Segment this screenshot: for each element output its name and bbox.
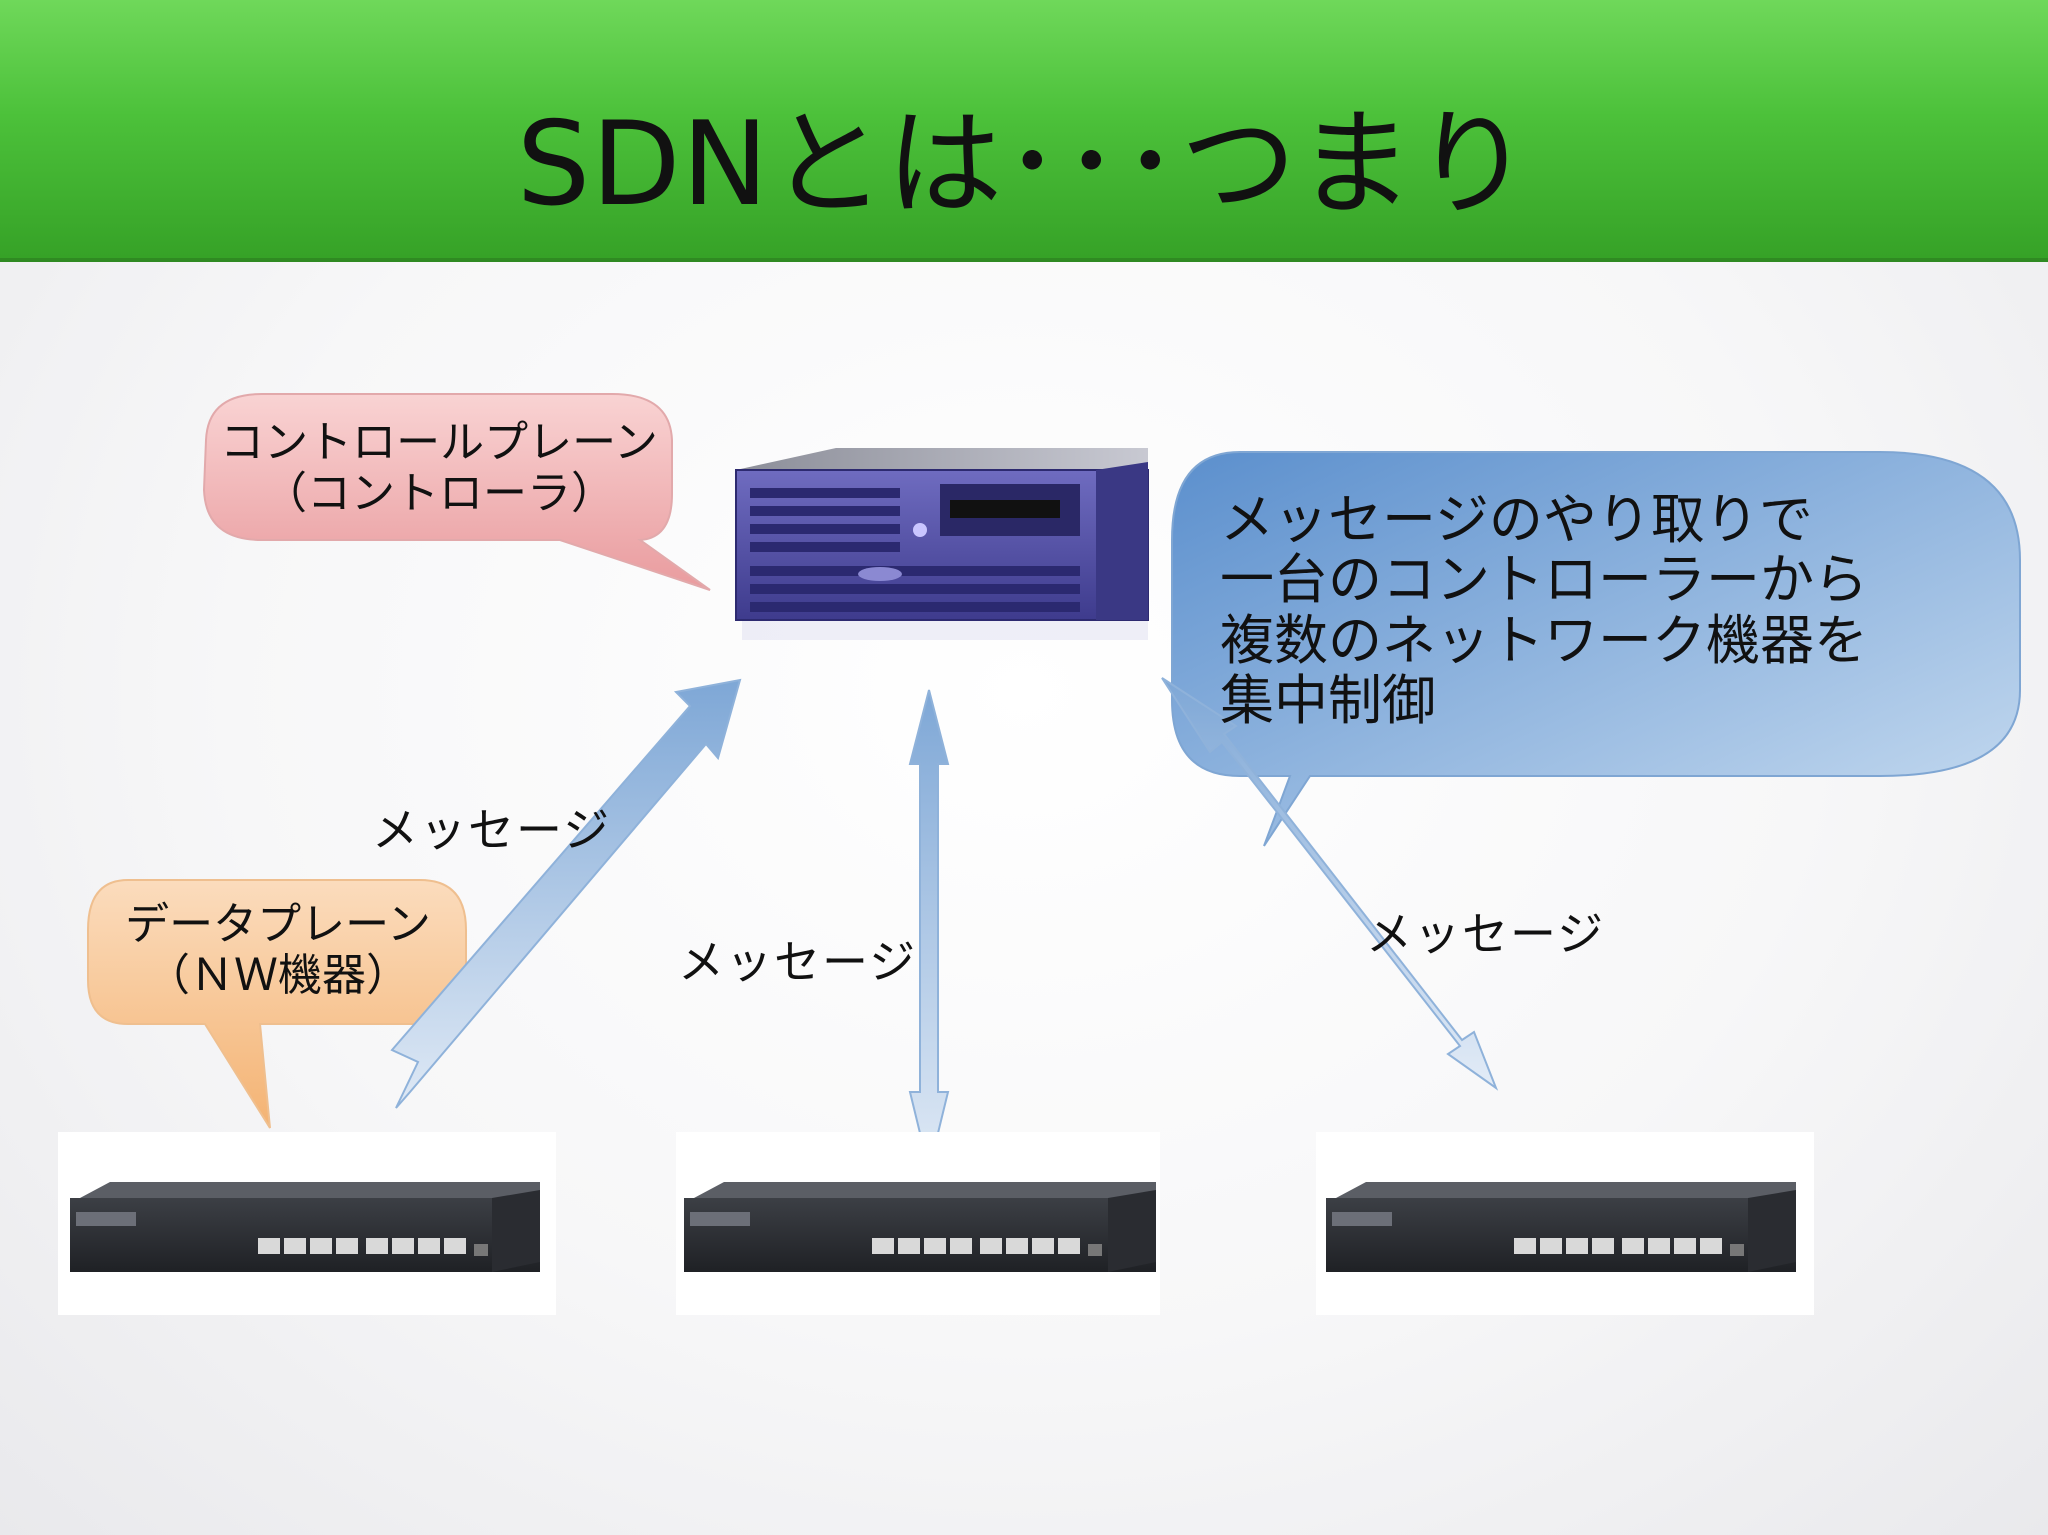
- summary-line-4: 集中制御: [1220, 669, 1436, 733]
- server-icon: [735, 448, 1149, 640]
- summary-line-3: 複数のネットワーク機器を: [1220, 608, 1868, 672]
- message-label-left: メッセージ: [372, 803, 612, 857]
- control-plane-callout: [202, 393, 711, 591]
- network-switch-icon: [1316, 1132, 1814, 1315]
- slide-title: SDNとは･･･つまり: [516, 97, 1532, 232]
- data-plane-subtitle: （ＮＷ機器）: [146, 949, 410, 1001]
- message-label-middle: メッセージ: [678, 935, 918, 989]
- summary-line-2: 一台のコントローラーから: [1220, 548, 1868, 612]
- title-bar: [0, 0, 2048, 262]
- message-label-right: メッセージ: [1366, 907, 1606, 961]
- control-plane-label: コントロールプレーン （コントローラ）: [204, 417, 674, 519]
- network-switch-icon: [676, 1132, 1160, 1315]
- network-switch-icon: [58, 1132, 556, 1315]
- summary-callout: [1171, 451, 2021, 847]
- arrow-controller-to-switch-left: [390, 678, 742, 1109]
- control-plane-title: コントロールプレーン: [220, 417, 658, 468]
- summary-line-1: メッセージのやり取りで: [1220, 488, 1813, 551]
- data-plane-label: データプレーン （ＮＷ機器）: [100, 899, 456, 1001]
- data-plane-callout: [87, 879, 467, 1129]
- data-plane-title: データプレーン: [125, 899, 431, 950]
- control-plane-subtitle: （コントローラ）: [263, 467, 615, 519]
- summary-text: メッセージのやり取りで 一台のコントローラーから 複数のネットワーク機器を 集中…: [1220, 488, 2010, 733]
- arrow-controller-to-switch-right: [1161, 677, 1499, 1091]
